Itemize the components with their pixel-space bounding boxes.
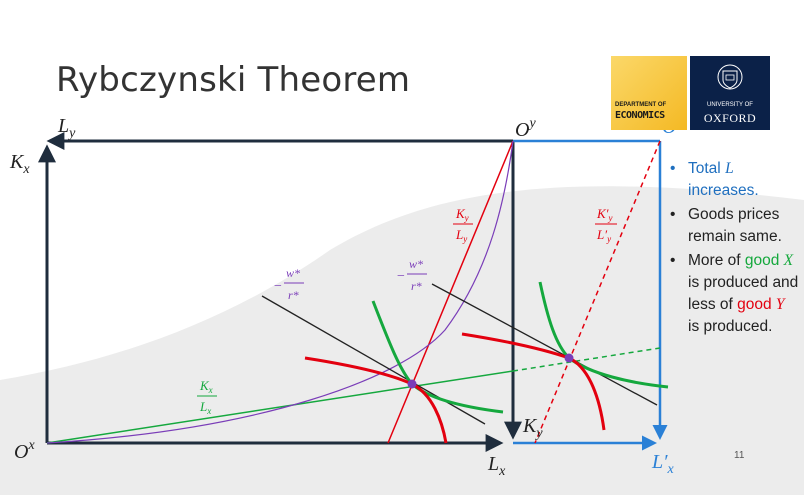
svg-text:w*: w*: [286, 266, 300, 280]
equilibrium-point-1: [407, 379, 417, 389]
oxford-university-logo: UNIVERSITY OF OXFORD: [690, 56, 770, 130]
svg-text:Kx: Kx: [199, 378, 213, 395]
contract-curve: [46, 140, 514, 444]
fraction-kx-lx: Kx Lx: [197, 378, 217, 416]
kyp-lyp-ray: [534, 140, 661, 444]
kx-lx-ray: [46, 370, 514, 444]
label-origin-x: Ox: [14, 438, 35, 463]
label-ly: Ly: [57, 115, 76, 141]
wage-rental-line-2: [431, 283, 658, 406]
equilibrium-point-2: [564, 353, 574, 363]
bullet-list: • Total L increases. • Goods prices rema…: [666, 158, 800, 340]
label-origin-y: Oy: [515, 116, 536, 141]
fraction-kyp-lyp: K′y L′y: [595, 206, 617, 244]
ky-ly-ray: [387, 140, 514, 444]
svg-text:w*: w*: [409, 257, 423, 271]
background-swoosh-lower: [0, 470, 804, 495]
slide-title: Rybczynski Theorem: [56, 60, 411, 100]
svg-text:Ly: Ly: [455, 227, 467, 244]
kx-lx-ray-extended: [512, 347, 661, 372]
bullet-more-of-x: • More of good X is produced and less of…: [670, 252, 799, 335]
label-kx: Kx: [9, 151, 30, 177]
svg-text:−: −: [397, 269, 405, 284]
svg-text:r*: r*: [288, 288, 299, 302]
svg-text:r*: r*: [411, 279, 422, 293]
bullet-total-l: • Total L increases.: [670, 160, 759, 199]
label-lx: Lx: [487, 453, 506, 479]
economics-department-logo: DEPARTMENT OF ECONOMICS: [611, 56, 687, 130]
svg-text:Lx: Lx: [199, 399, 211, 416]
label-lx-prime: L′x: [651, 451, 675, 477]
bullet-goods-prices: • Goods prices remain same.: [670, 206, 782, 245]
oxford-crest-icon: [717, 64, 743, 90]
svg-text:Ky: Ky: [455, 206, 469, 223]
svg-text:K′y: K′y: [596, 206, 613, 223]
svg-text:−: −: [274, 279, 282, 294]
fraction-wage-rental-1: − w* r*: [274, 266, 304, 302]
label-ky: Ky: [522, 415, 543, 441]
fraction-ky-ly: Ky Ly: [453, 206, 473, 244]
svg-text:L′y: L′y: [596, 227, 611, 244]
fraction-wage-rental-2: − w* r*: [397, 257, 427, 293]
page-number: 11: [734, 450, 745, 461]
